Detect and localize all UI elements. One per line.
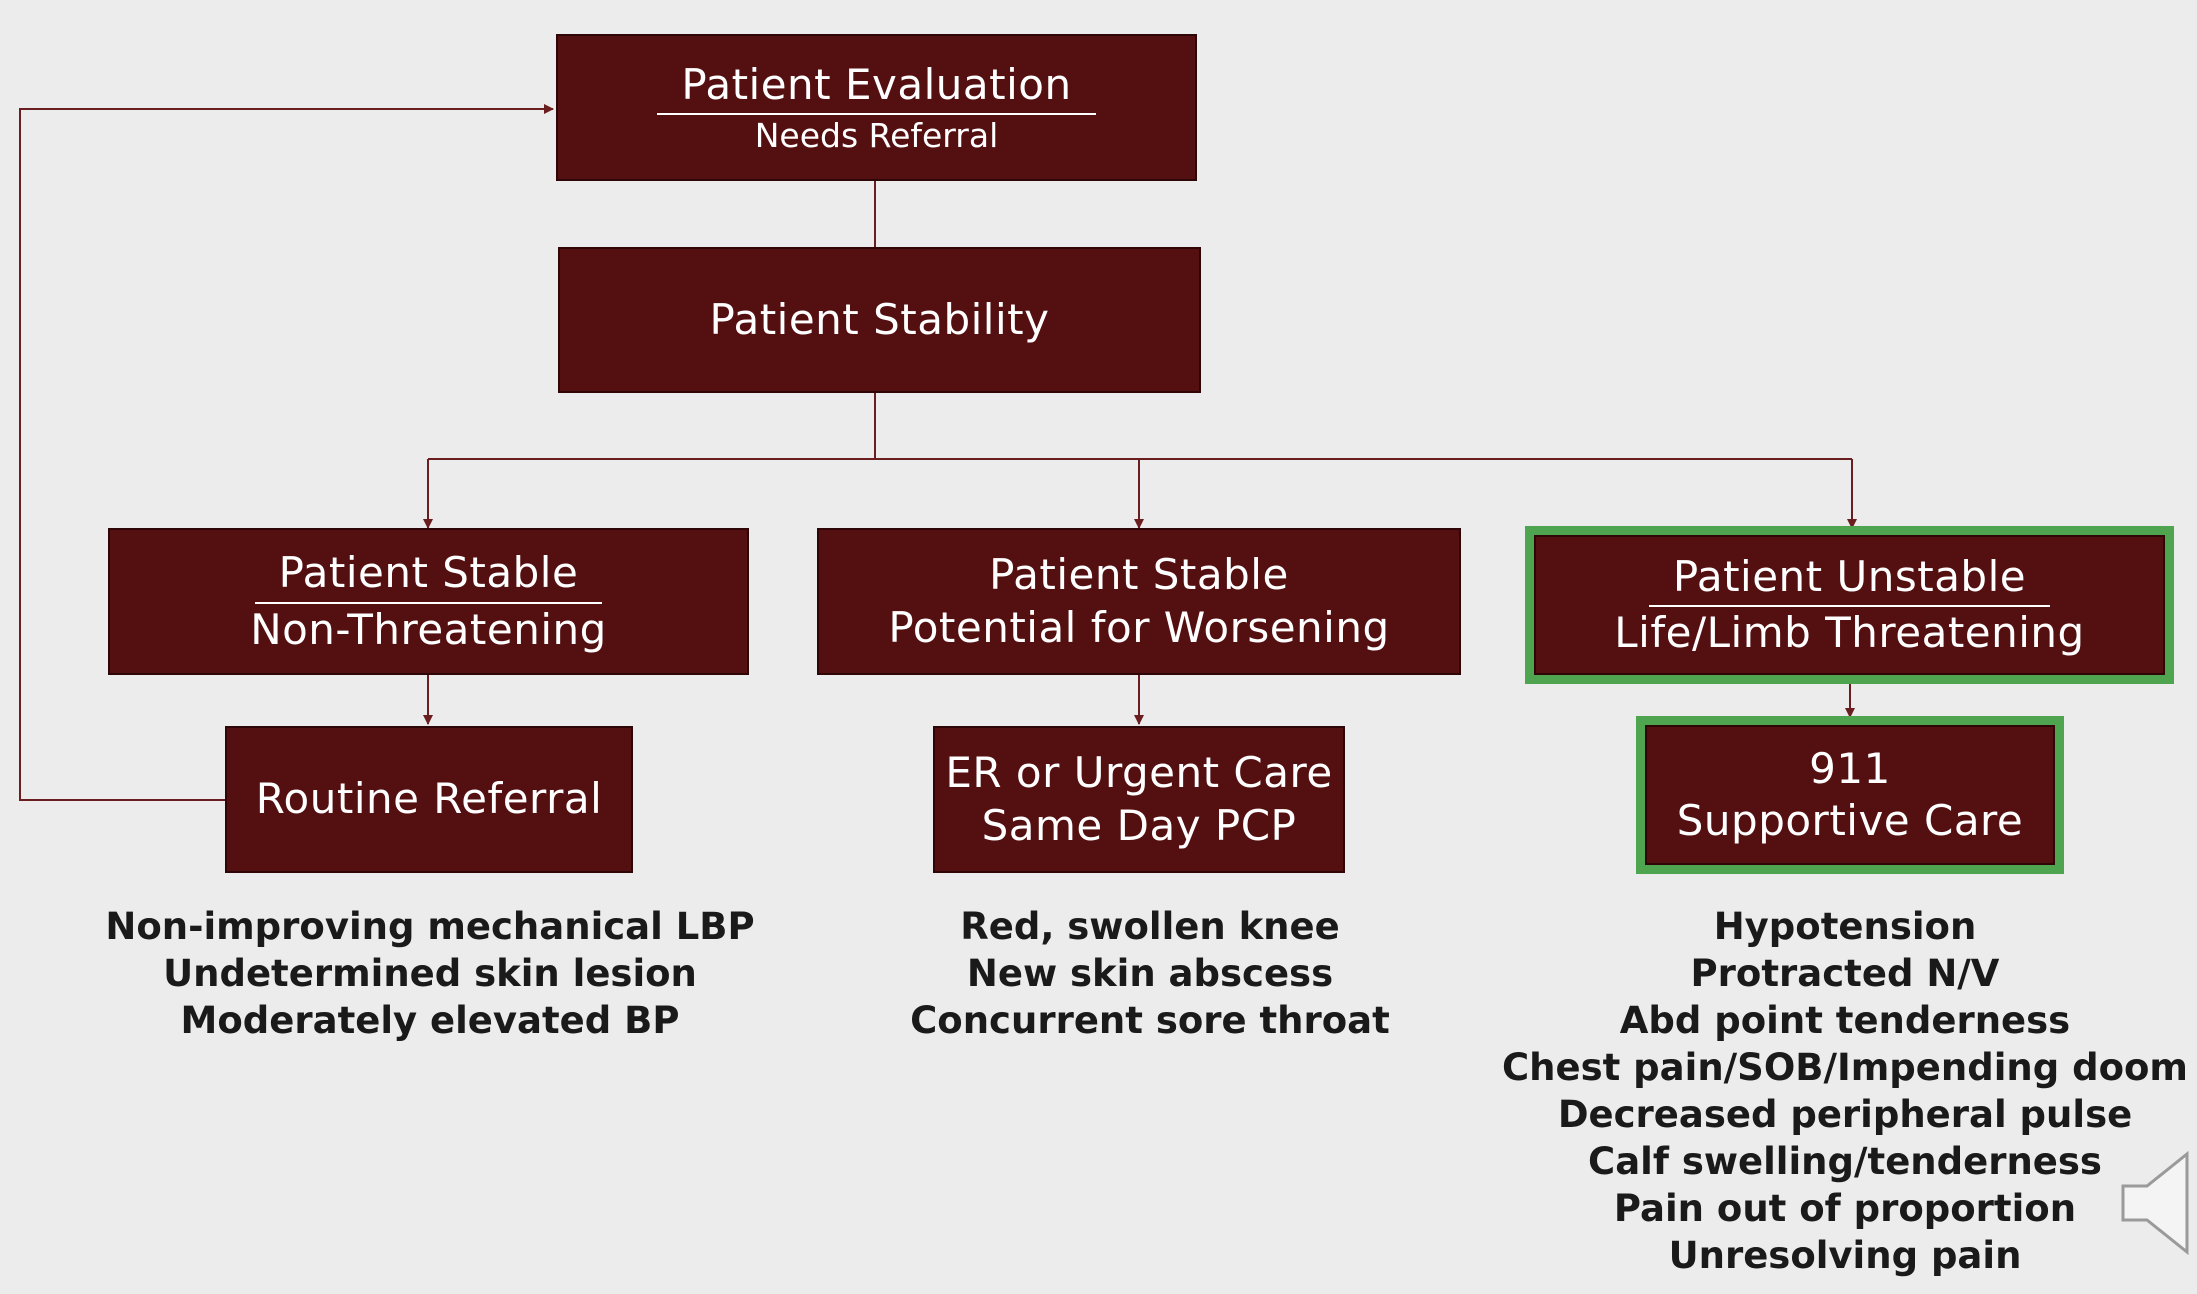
list-item: Abd point tenderness: [1619, 999, 2071, 1042]
stable-nonthreatening-title: Patient Stable: [254, 547, 603, 604]
list-item: Chest pain/SOB/Impending doom: [1502, 1046, 2188, 1089]
patient-stability-box: Patient Stability: [558, 247, 1201, 393]
list-item: Non-improving mechanical LBP: [105, 905, 755, 948]
emergency-911-box: 911 Supportive Care: [1636, 716, 2064, 874]
er-urgent-care-line2: Same Day PCP: [981, 800, 1297, 850]
list-item: Calf swelling/tenderness: [1588, 1140, 2102, 1183]
speaker-icon[interactable]: [2117, 1148, 2197, 1258]
patient-evaluation-title: Patient Evaluation: [657, 59, 1096, 116]
list-item: Hypotension: [1713, 905, 1977, 948]
list-item: Moderately elevated BP: [180, 999, 680, 1042]
unstable-threatening-title: Patient Unstable: [1648, 551, 2051, 607]
unstable-threatening-box: Patient Unstable Life/Limb Threatening: [1525, 526, 2174, 684]
emergency-911-line2: Supportive Care: [1676, 796, 2024, 845]
emergency-911-line1: 911: [1809, 743, 1891, 793]
er-urgent-care-line1: ER or Urgent Care: [945, 748, 1333, 797]
routine-referral-label: Routine Referral: [255, 774, 603, 824]
stable-nonthreatening-box: Patient Stable Non-Threatening: [108, 528, 749, 675]
worsening-examples-list: Red, swollen knee New skin abscess Concu…: [850, 903, 1450, 1044]
list-item: Unresolving pain: [1668, 1234, 2022, 1277]
connector-feedback-loop: [19, 104, 554, 801]
list-item: Protracted N/V: [1690, 952, 2000, 995]
unstable-examples-list: Hypotension Protracted N/V Abd point ten…: [1495, 903, 2195, 1279]
stable-examples-list: Non-improving mechanical LBP Undetermine…: [100, 903, 760, 1044]
patient-stability-title: Patient Stability: [709, 294, 1050, 344]
patient-evaluation-subtitle: Needs Referral: [754, 116, 999, 156]
list-item: Pain out of proportion: [1613, 1187, 2077, 1230]
list-item: Decreased peripheral pulse: [1557, 1093, 2133, 1136]
stable-worsening-subtitle: Potential for Worsening: [888, 602, 1390, 652]
list-item: Red, swollen knee: [960, 905, 1340, 948]
er-urgent-care-box: ER or Urgent Care Same Day PCP: [933, 726, 1345, 873]
stable-worsening-title: Patient Stable: [989, 550, 1289, 599]
unstable-threatening-subtitle: Life/Limb Threatening: [1614, 608, 2085, 657]
list-item: Concurrent sore throat: [910, 999, 1390, 1042]
routine-referral-box: Routine Referral: [225, 726, 633, 873]
list-item: New skin abscess: [966, 952, 1334, 995]
stable-nonthreatening-subtitle: Non-Threatening: [250, 604, 607, 654]
list-item: Undetermined skin lesion: [163, 952, 697, 995]
stable-worsening-box: Patient Stable Potential for Worsening: [817, 528, 1461, 675]
patient-evaluation-box: Patient Evaluation Needs Referral: [556, 34, 1197, 181]
